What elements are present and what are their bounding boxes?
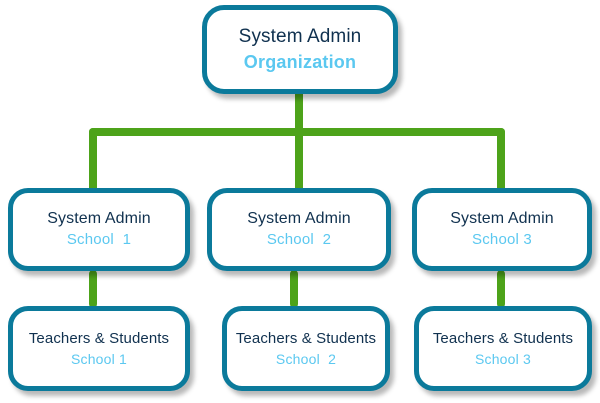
- node-title: Teachers & Students: [235, 330, 377, 348]
- node-title: System Admin: [247, 210, 351, 228]
- node-system-admin-school-1[interactable]: System Admin School 1: [8, 188, 190, 271]
- node-system-admin-school-2[interactable]: System Admin School 2: [207, 188, 391, 271]
- node-subtitle: Organization: [243, 51, 357, 72]
- node-teachers-students-school-1[interactable]: Teachers & Students School 1: [8, 306, 190, 391]
- node-subtitle: School 2: [266, 231, 332, 249]
- node-teachers-students-school-3[interactable]: Teachers & Students School 3: [414, 306, 592, 391]
- node-teachers-students-school-2[interactable]: Teachers & Students School 2: [222, 306, 390, 391]
- node-subtitle: School 2: [275, 350, 337, 367]
- node-title: Teachers & Students: [28, 330, 170, 348]
- node-system-admin-organization[interactable]: System Admin Organization: [202, 5, 398, 94]
- node-title: System Admin: [47, 210, 151, 228]
- node-subtitle: School 1: [66, 231, 132, 249]
- node-title: System Admin: [238, 25, 362, 47]
- node-title: System Admin: [450, 210, 554, 228]
- node-subtitle: School 3: [474, 350, 532, 367]
- node-title: Teachers & Students: [432, 330, 574, 348]
- node-subtitle: School 1: [70, 350, 128, 367]
- node-system-admin-school-3[interactable]: System Admin School 3: [412, 188, 592, 271]
- node-subtitle: School 3: [472, 231, 532, 249]
